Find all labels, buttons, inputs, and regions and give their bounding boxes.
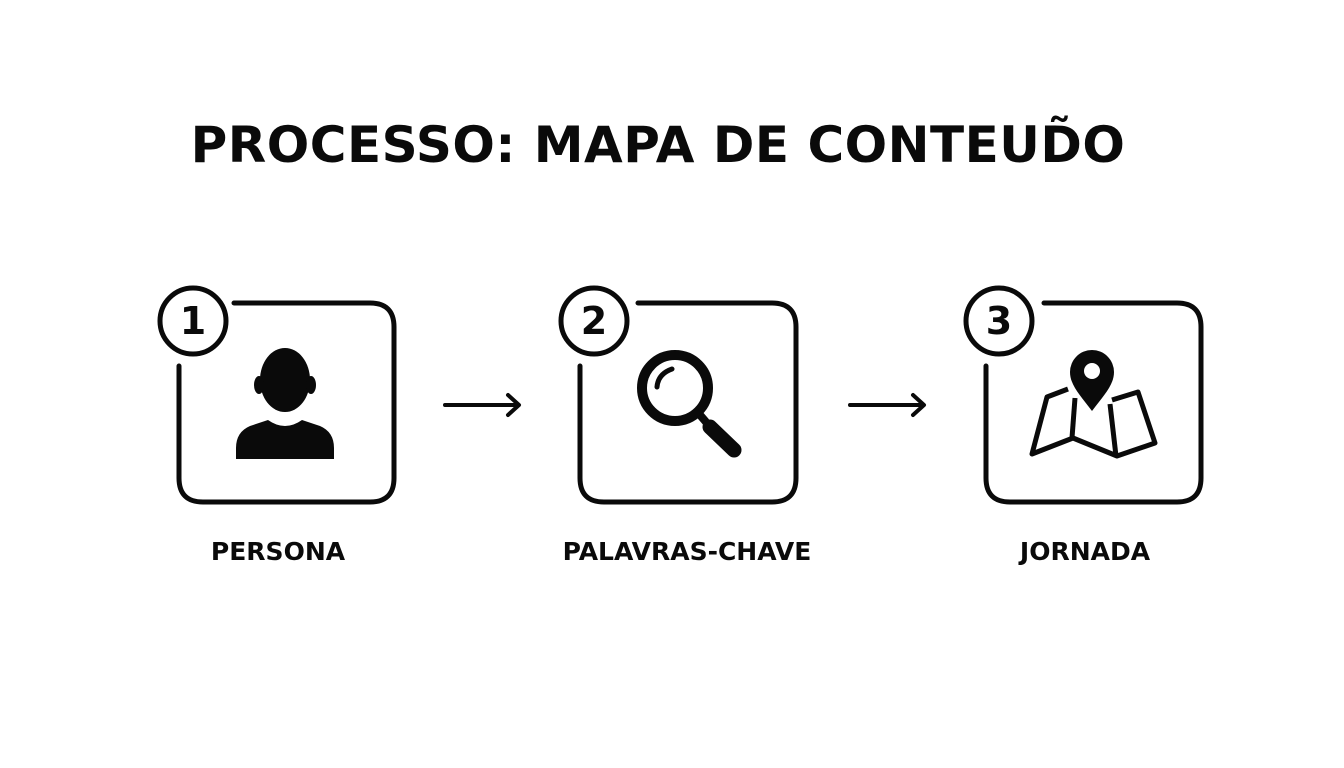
step-frame	[558, 285, 799, 505]
step-3: 3	[955, 280, 1215, 520]
page-title: PROCESSO: MAPA DE CONTEUD̃O	[190, 116, 1126, 174]
step-frame	[157, 285, 397, 505]
step-frame	[963, 285, 1204, 505]
step-number-circle	[558, 285, 630, 357]
step-number: 2	[580, 299, 608, 343]
person-icon	[236, 348, 334, 459]
step-number: 3	[985, 299, 1013, 343]
step-label: PALAVRAS-CHAVE	[562, 537, 812, 566]
step-2: 2	[550, 280, 810, 520]
step-number-circle	[157, 285, 229, 357]
step-1: 1	[150, 280, 410, 520]
map-pin-icon	[1029, 350, 1158, 459]
arrow-right-icon	[443, 393, 521, 417]
step-number: 1	[179, 299, 207, 343]
step-label: JORNADA	[1019, 537, 1151, 566]
magnifying-glass-icon	[637, 350, 742, 458]
step-number-circle	[963, 285, 1035, 357]
arrow-right-icon	[848, 393, 926, 417]
step-label: PERSONA	[210, 537, 346, 566]
